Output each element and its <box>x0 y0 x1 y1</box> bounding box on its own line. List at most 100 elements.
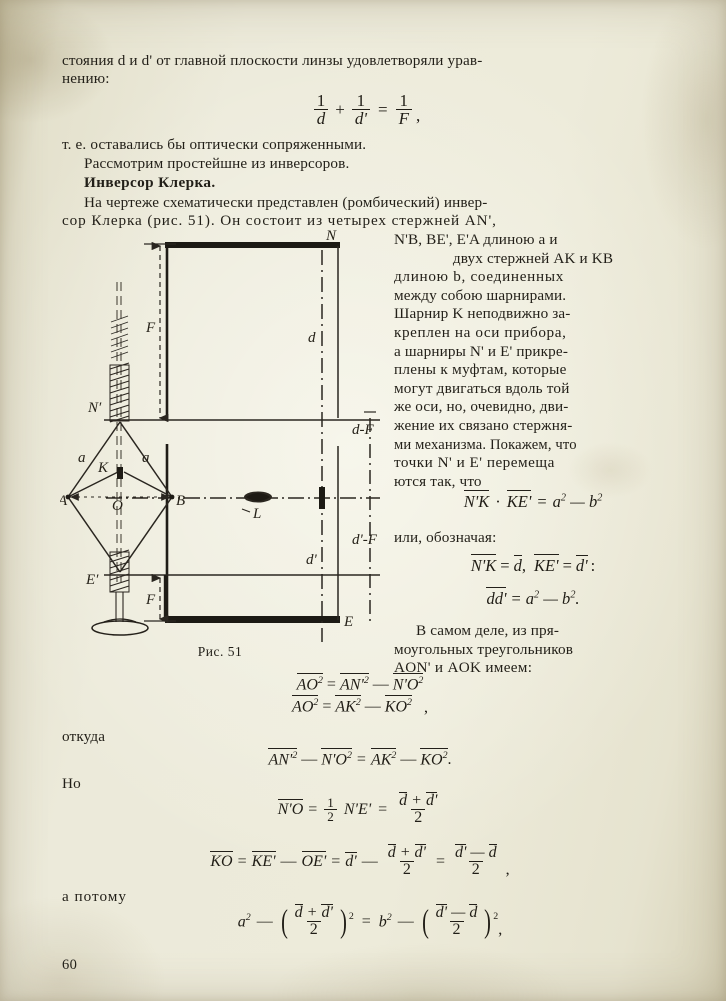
equation-3-term-ke: KE' <box>533 554 559 575</box>
equation-1-numerator-1: 1 <box>316 91 326 110</box>
equation-8-frac2-den: 2 <box>468 861 483 878</box>
equation-9-b2: b2 <box>378 912 392 931</box>
equation-6-period: . <box>447 750 452 768</box>
equation-6-equals: = <box>356 750 366 768</box>
equation-9-paren-close-2: ) <box>484 903 492 940</box>
equation-8-minus-1: — <box>280 852 297 870</box>
lens-body <box>246 493 270 501</box>
figure-caption: Рис. 51 <box>197 644 243 659</box>
figure-label-F-top: F <box>145 320 156 336</box>
equation-1: 1 d + 1 d' = 1 F , <box>62 92 670 128</box>
figure-label-a-left: a <box>78 450 86 466</box>
equation-3-dprime-bar: d' <box>575 555 588 575</box>
stand-foot <box>91 620 149 636</box>
equation-7-frac-num: d + d' <box>399 791 438 809</box>
equation-8-equals-3: = <box>435 852 445 870</box>
equation-9-paren-open-2: ( <box>421 903 429 940</box>
right-column-line: точки N' и E' перемеща <box>394 454 555 472</box>
equation-9-exp-1: 2 <box>348 911 354 922</box>
equation-5-ak: AK2 <box>335 695 362 716</box>
label-otkuda: откуда <box>62 728 106 745</box>
equation-8-minus-2: — <box>361 852 378 870</box>
equation-5-equals-1: = <box>326 675 336 693</box>
equation-1-plus: + <box>335 99 345 119</box>
equation-6-minus-1: — <box>301 750 318 768</box>
equation-6-no: N'O2 <box>321 747 352 769</box>
equation-4-equals: = <box>511 589 521 608</box>
equation-8-frac1-num: d + d' <box>387 843 427 861</box>
rod-AK <box>67 471 119 498</box>
equation-9-frac1-num: d + d' <box>294 903 334 921</box>
figure-label-K: K <box>97 460 109 476</box>
rod-NB <box>119 421 173 498</box>
equation-6: AN'2 — N'O2 = AK2 — KO2 . <box>160 747 560 769</box>
equation-5-no: N'O2 <box>392 672 424 694</box>
equation-9-minus-1: — <box>256 912 273 930</box>
figure-label-A: A <box>60 493 68 509</box>
equation-7-equals-2: = <box>378 800 388 818</box>
equation-3-comma: , <box>521 556 526 575</box>
figure-label-N-prime: N′ <box>87 400 102 416</box>
equation-7-no: N'O <box>277 798 304 818</box>
equation-8-dprime: d' <box>345 851 358 870</box>
equation-1-numerator-2: 1 <box>356 91 366 110</box>
equation-9-a2: a2 <box>237 912 251 931</box>
equation-9-paren-close-1: ) <box>339 903 347 940</box>
text-or-denoting: или, обозначая: <box>394 529 497 546</box>
right-column-line: могут двигаться вдоль той <box>394 379 570 397</box>
figure-label-E-prime: E′ <box>85 572 99 588</box>
equation-6-an: AN'2 <box>268 747 298 769</box>
equation-8-ko: KO <box>210 850 233 870</box>
label-no: Но <box>62 775 81 792</box>
right-column-line: креплен на оси прибора, <box>394 323 567 341</box>
rod-KB <box>123 471 173 498</box>
equation-5-line-2: AO2 = AK2 — KO2 , <box>180 695 540 716</box>
equation-2-term-nk: N'K <box>463 490 490 511</box>
right-column-line: жение их связано стержня- <box>394 416 573 434</box>
rod-AN <box>67 421 121 498</box>
paragraph-1: стояния d и d' от главной плоскости линз… <box>62 52 670 89</box>
joint-K <box>117 467 123 479</box>
figure-label-B: B <box>176 493 185 509</box>
equation-5-ao-2: AO2 <box>292 695 319 716</box>
right-column-line: Шарнир K неподвижно за- <box>394 305 571 323</box>
equation-9-equals: = <box>361 912 371 930</box>
equation-7: N'O = 1 2 N'E' = d + d' 2 <box>160 791 560 827</box>
equation-6-ko: KO2 <box>420 747 448 769</box>
equation-1-numerator-3: 1 <box>399 91 409 110</box>
equation-3-colon: : <box>590 556 596 575</box>
equation-5-an: AN'2 <box>339 672 369 694</box>
equation-2-rhs: a2 — b2 <box>552 492 603 511</box>
rod-AE <box>67 496 121 573</box>
equation-9-exp-2: 2 <box>493 911 499 922</box>
equation-5-minus-1: — <box>372 675 389 693</box>
right-column-text-2: В самом деле, из пря- моугольных треугол… <box>394 622 672 678</box>
right-column-line: длиною b, соединенных <box>394 268 565 286</box>
equation-5: AO2 = AN'2 — N'O2 AO2 = AK2 — KO2 , <box>180 672 540 717</box>
figure-label-N-top: N <box>325 228 337 244</box>
equation-9-paren-open-1: ( <box>280 903 288 940</box>
figure-label-O: O <box>112 498 123 514</box>
equation-1-fraction-3: 1 F <box>395 91 412 128</box>
equation-8-ke: KE' <box>251 850 276 870</box>
equation-9-fraction-2: d' — d 2 <box>433 903 481 939</box>
equation-3-equals-1: = <box>500 556 510 575</box>
equation-8-oe: OE' <box>301 850 327 870</box>
equation-2-dot: · <box>495 492 501 511</box>
equation-1-denominator-3: F <box>395 109 412 128</box>
right-column-line: N'B, BE', E'A длиною a и <box>394 231 558 248</box>
equation-4: dd' = a2 — b2. <box>394 587 672 609</box>
equation-3-d-bar: d <box>513 555 523 575</box>
equation-5-line-1: AO2 = AN'2 — N'O2 <box>180 672 540 694</box>
figure-51-drawing: L F F <box>60 228 380 642</box>
figure-label-a-right: a <box>142 450 150 466</box>
equation-8-fraction-1: d + d' 2 <box>385 843 429 879</box>
equation-8-comma: , <box>505 860 510 878</box>
figure-51: L F F <box>60 222 380 642</box>
equation-1-equals: = <box>378 99 388 119</box>
equation-5-equals-2: = <box>322 697 332 715</box>
paragraph-4-line-1: На чертеже схематически представлен (ром… <box>84 194 488 211</box>
sleeve-upper <box>109 362 130 423</box>
right-column-text: N'B, BE', E'A длиною a и двух стержней A… <box>394 231 672 491</box>
equation-8-equals-1: = <box>237 852 247 870</box>
